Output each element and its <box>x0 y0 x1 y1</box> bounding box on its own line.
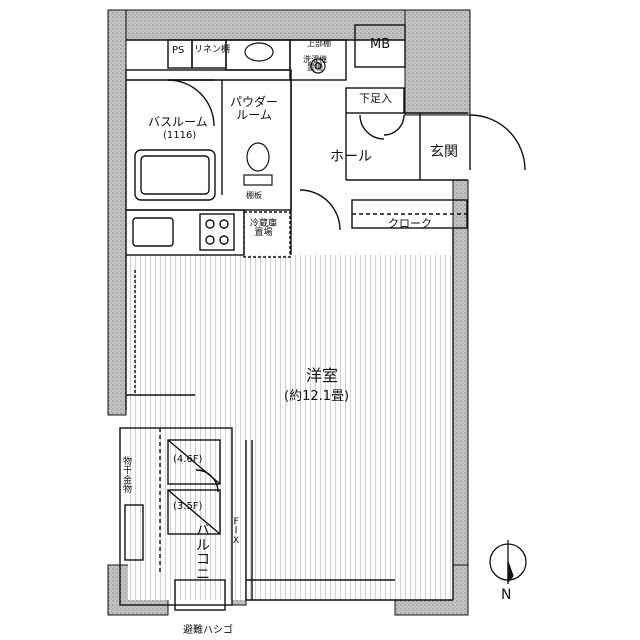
shoe-box-label: 下足入 <box>359 92 392 105</box>
hall-label: ホール <box>330 149 372 165</box>
ps-label: PS <box>172 45 185 56</box>
mb-label: MB <box>370 37 391 52</box>
western-room-size-label: (約12.1畳) <box>284 389 350 404</box>
upper-shelf-label: 上部棚 <box>307 39 331 48</box>
laundry-hardware-label: 物干 金物 <box>123 457 133 496</box>
evacuation-ladder-label: 避難ハシゴ <box>183 625 233 636</box>
north-label: N <box>501 587 512 603</box>
entrance-label: 玄関 <box>430 144 458 160</box>
washer-space-label: 洗濯機置場 <box>303 55 327 73</box>
north-arrow-icon <box>489 540 527 584</box>
powder-room-label: パウダールーム <box>230 95 279 122</box>
closet-label: クローク <box>388 217 432 230</box>
balcony-label: バル コニ <box>196 523 210 584</box>
fridge-space-label: 冷蔵庫置場 <box>250 219 278 239</box>
ac-outdoor-upper-label: (4.6F) <box>173 454 203 465</box>
western-room-label: 洋室 <box>306 366 339 385</box>
ac-outdoor-lower-label: (3.5F) <box>173 501 203 512</box>
shelf-board-label: 棚板 <box>246 191 262 200</box>
bathroom-label: バスルーム <box>148 115 208 129</box>
fixtures <box>243 42 326 186</box>
linen-shelf-label: リネン棚 <box>194 45 231 55</box>
bathroom-size-label: (1116) <box>163 130 197 141</box>
interior-walls <box>119 24 526 611</box>
